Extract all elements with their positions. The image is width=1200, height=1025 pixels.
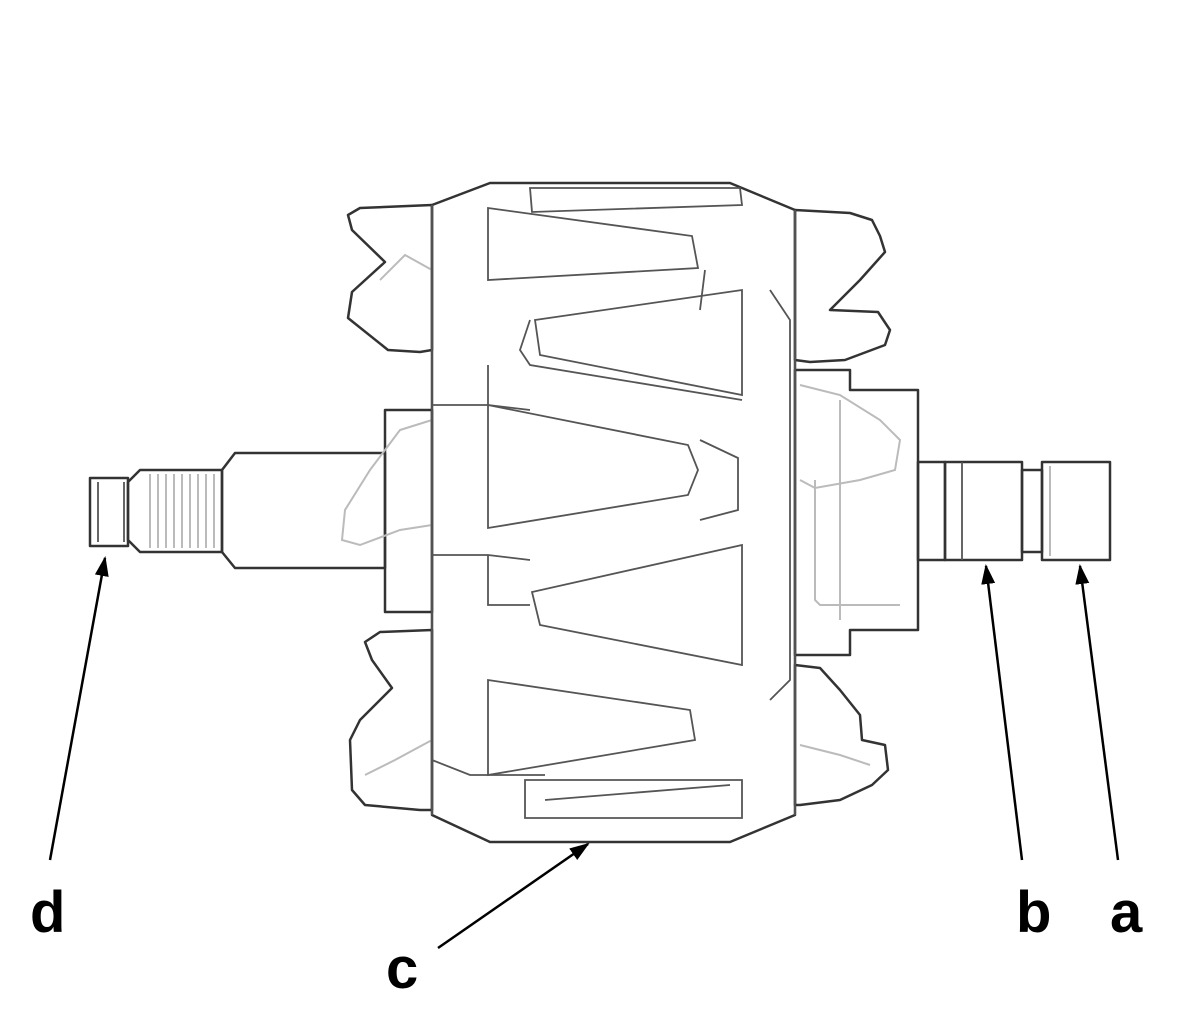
arrow-c xyxy=(437,842,590,950)
label-a: a xyxy=(1110,880,1143,945)
right-shaft xyxy=(916,460,1112,562)
label-d: d xyxy=(30,880,65,945)
leader-arrows xyxy=(48,556,1120,950)
slip-ring-b xyxy=(943,460,1024,562)
shaft-tip xyxy=(88,476,130,548)
right-hub xyxy=(793,368,920,657)
label-b: b xyxy=(1016,880,1051,945)
arrow-d xyxy=(48,556,109,861)
rotor-core xyxy=(430,181,797,844)
left-claw-pole xyxy=(340,203,434,812)
slip-ring-a xyxy=(1040,460,1112,562)
arrow-a xyxy=(1075,564,1120,861)
shaft-threads xyxy=(149,474,215,548)
left-shaft xyxy=(88,451,387,570)
arrow-b xyxy=(981,564,1024,861)
right-claw-pole xyxy=(793,208,892,807)
label-c: c xyxy=(386,936,418,1001)
